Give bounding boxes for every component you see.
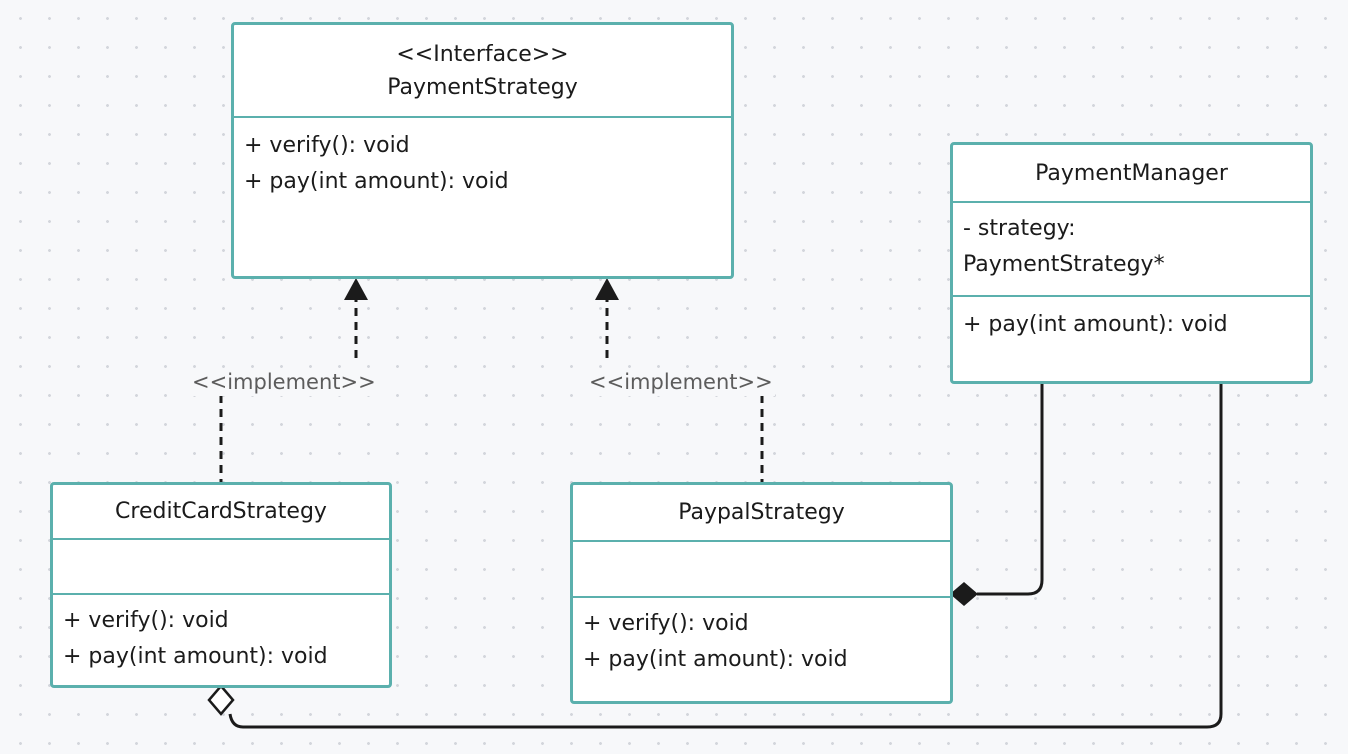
methods-section: + verify(): void + pay(int amount): void [573, 598, 950, 701]
credit-realization-arrowhead [344, 278, 368, 300]
class-name: PaymentStrategy [387, 74, 578, 100]
paypal-strategy-class[interactable]: PaypalStrategy + verify(): void + pay(in… [570, 482, 953, 704]
methods-section: + verify(): void + pay(int amount): void [234, 118, 731, 276]
aggregation-diamond [207, 684, 235, 716]
method-verify: + verify(): void [244, 133, 410, 158]
interface-stereotype: <<Interface>> [396, 41, 569, 67]
attribute-strategy: - strategy: [963, 216, 1076, 241]
class-header: <<Interface>> PaymentStrategy [234, 25, 731, 118]
method-verify: + verify(): void [63, 608, 229, 633]
class-name: PaypalStrategy [678, 500, 845, 525]
attributes-section: - strategy: PaymentStrategy* [953, 203, 1310, 297]
aggregation-line[interactable] [228, 382, 1223, 729]
method-pay: + pay(int amount): void [244, 169, 509, 194]
composition-line[interactable] [977, 382, 1044, 596]
method-pay: + pay(int amount): void [963, 312, 1228, 337]
method-verify: + verify(): void [583, 611, 749, 636]
credit-card-strategy-class[interactable]: CreditCardStrategy + verify(): void + pa… [50, 482, 392, 688]
attributes-section-empty [573, 542, 950, 598]
class-header: CreditCardStrategy [53, 485, 389, 541]
payment-strategy-class[interactable]: <<Interface>> PaymentStrategy + verify()… [231, 22, 734, 279]
method-pay: + pay(int amount): void [63, 644, 328, 669]
methods-section: + verify(): void + pay(int amount): void [53, 595, 389, 685]
attributes-section-empty [53, 540, 389, 595]
paypal-implement-label: <<implement>> [587, 368, 775, 396]
credit-implement-label: <<implement>> [190, 368, 378, 396]
class-header: PaypalStrategy [573, 485, 950, 542]
composition-diamond [950, 582, 978, 606]
methods-section: + pay(int amount): void [953, 297, 1310, 381]
method-pay: + pay(int amount): void [583, 647, 848, 672]
attribute-strategy-type: PaymentStrategy* [963, 252, 1165, 277]
payment-manager-class[interactable]: PaymentManager - strategy: PaymentStrate… [950, 142, 1313, 384]
paypal-realization-arrowhead [595, 278, 619, 300]
class-name: CreditCardStrategy [115, 499, 327, 525]
class-name: PaymentManager [1035, 160, 1228, 186]
class-header: PaymentManager [953, 145, 1310, 203]
